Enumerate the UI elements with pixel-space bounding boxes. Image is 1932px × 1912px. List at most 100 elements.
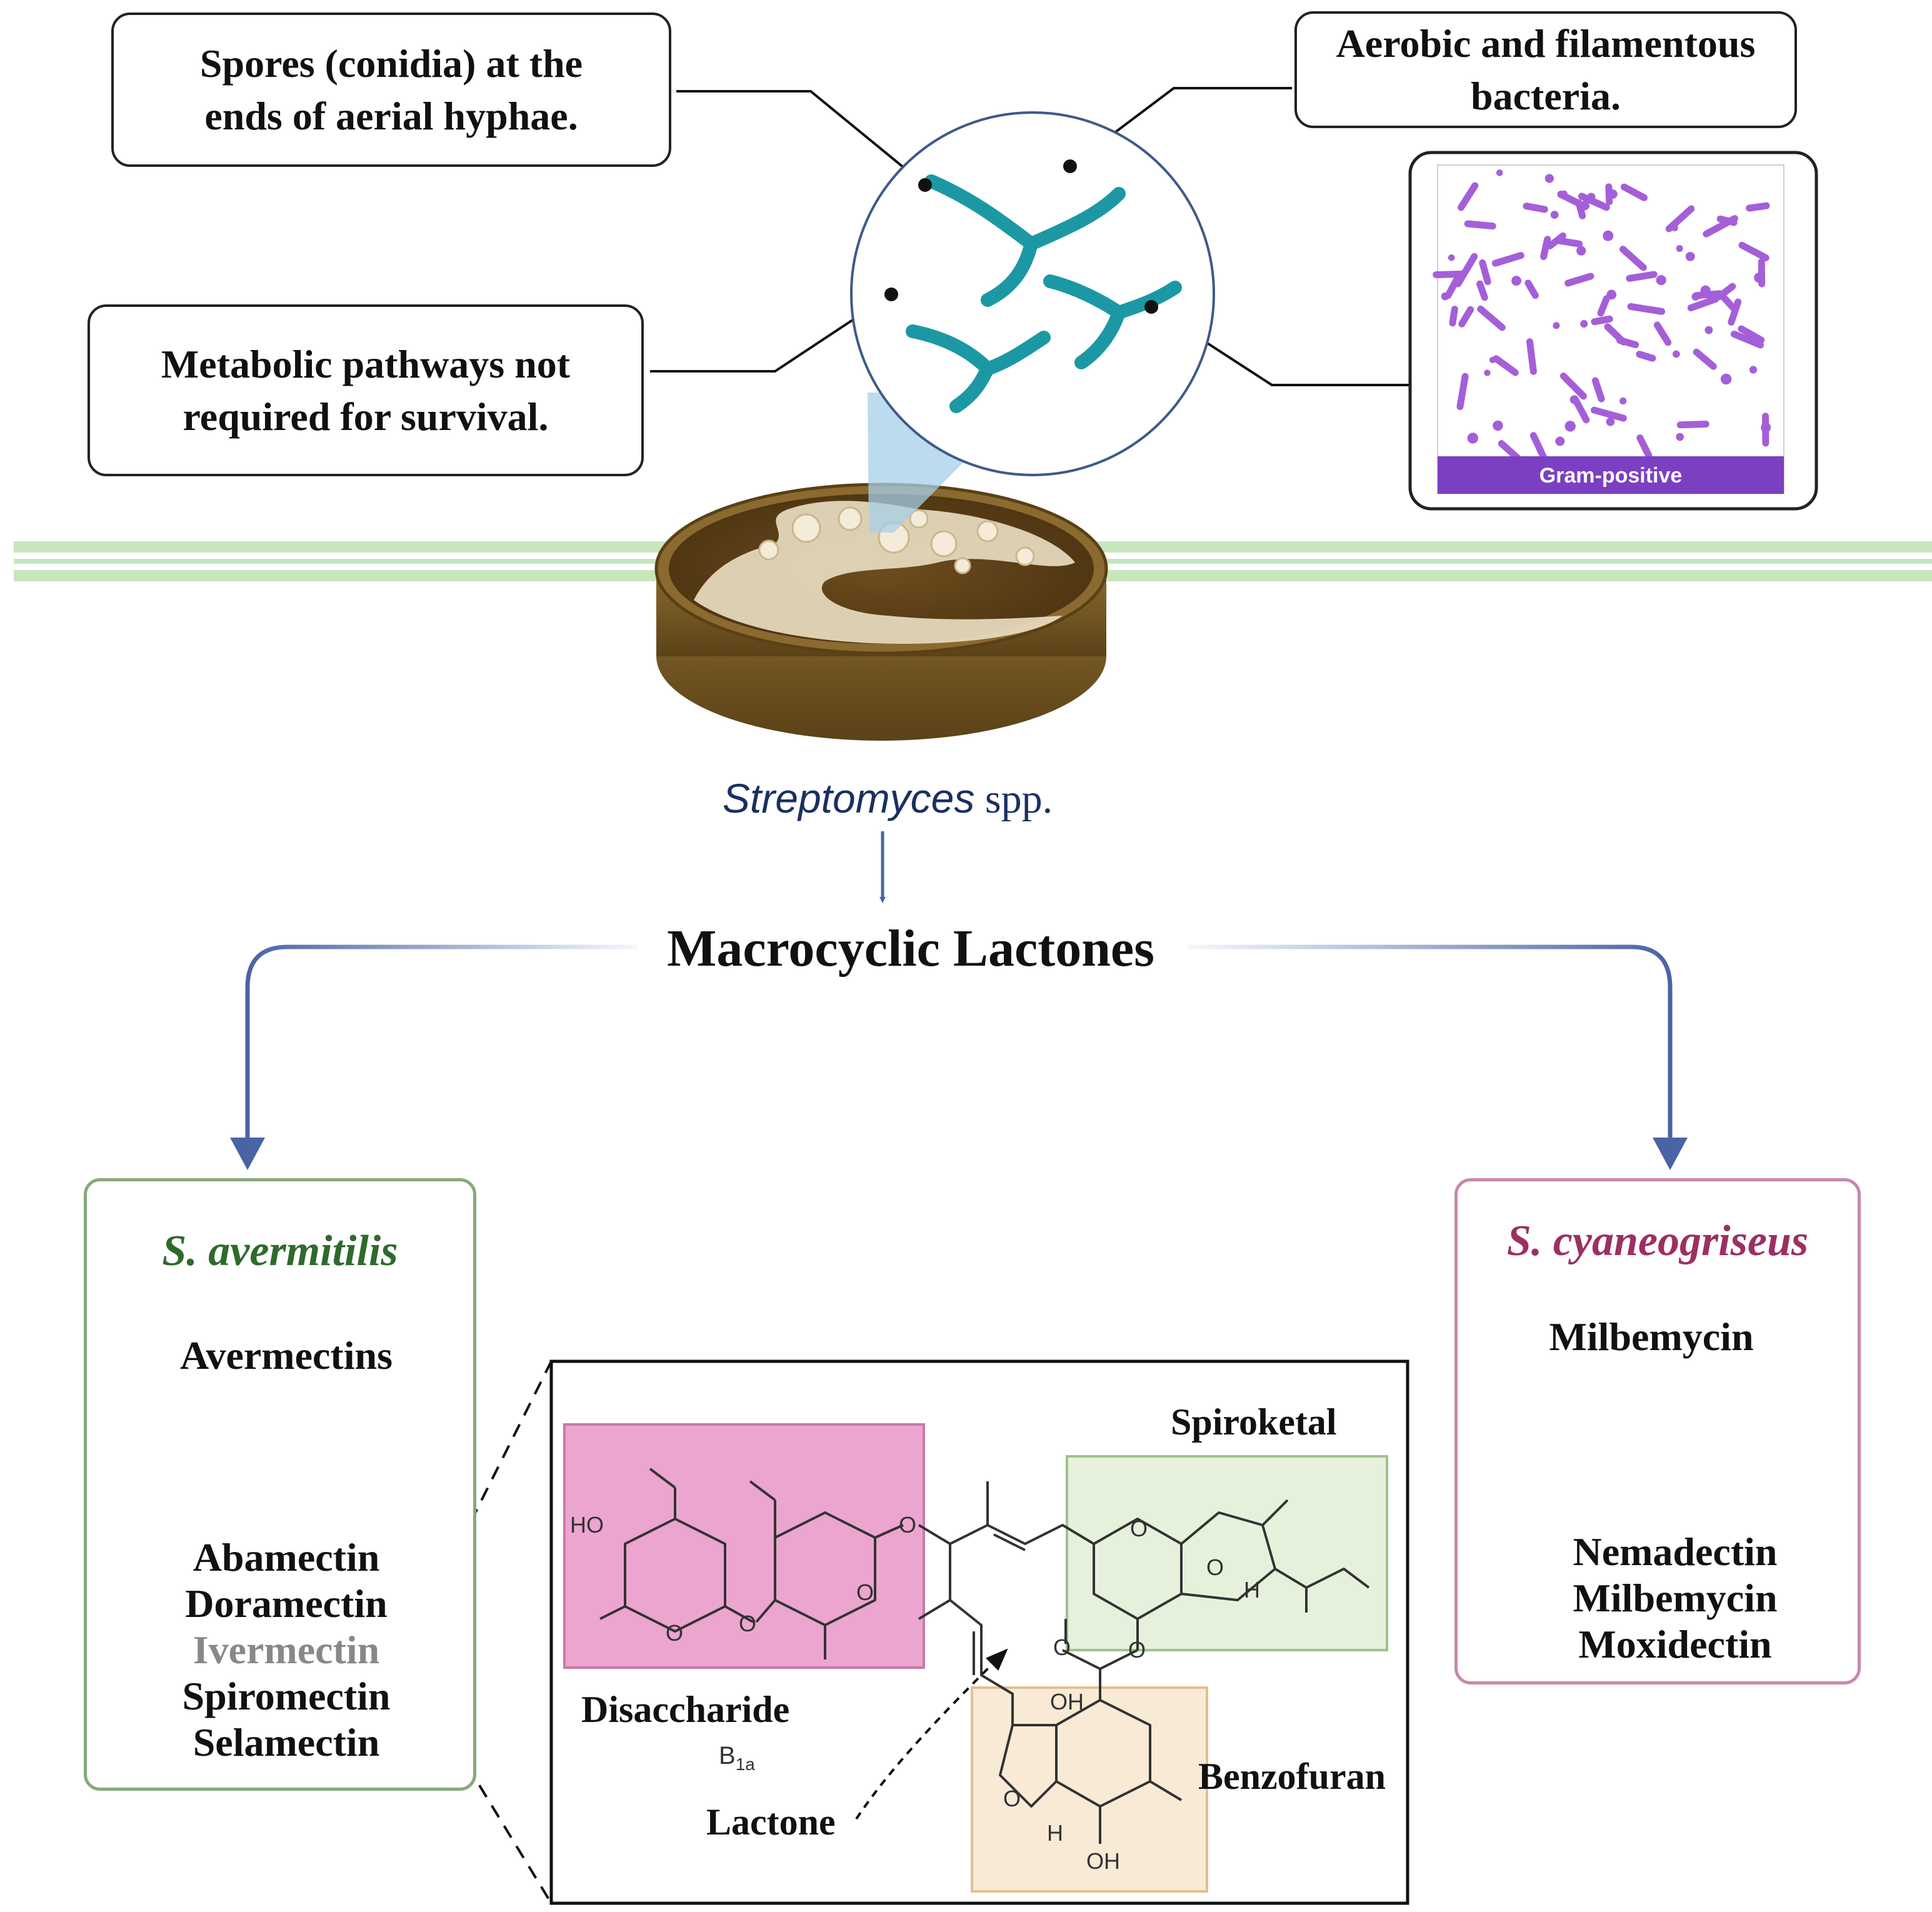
- label-disaccharide: Disaccharide: [581, 1689, 789, 1730]
- derivative-milbemycin: Milbemycin: [1573, 1576, 1778, 1620]
- bacterium-coccus: [1700, 285, 1711, 296]
- bacterium-rod: [1523, 203, 1548, 213]
- bacterium-coccus: [1511, 276, 1521, 286]
- derivative-moxidectin: Moxidectin: [1578, 1622, 1772, 1666]
- left-branch-arrow: [245, 944, 638, 1138]
- bacterium-coccus: [1749, 366, 1758, 374]
- atom-o: O: [1128, 1637, 1146, 1663]
- right-branch-panel: [1454, 1178, 1861, 1684]
- bacterium-rod: [1564, 273, 1594, 287]
- subscript-b1a: B1a: [719, 1742, 755, 1774]
- atom-oh: OH: [1086, 1848, 1120, 1874]
- bacterium-coccus: [1484, 369, 1491, 376]
- bacterium-rod: [1591, 377, 1605, 403]
- bacterium-rod: [1719, 293, 1739, 314]
- bacterium-coccus: [1467, 433, 1478, 444]
- bacterium-rod: [1687, 295, 1719, 312]
- derivative-ivermectin: Ivermectin: [193, 1628, 380, 1672]
- bacterium-rod: [1636, 434, 1653, 459]
- derivative-nemadectin: Nemadectin: [1573, 1529, 1778, 1574]
- bacterium-rod: [1597, 295, 1610, 317]
- bacterium-rod: [1556, 237, 1583, 248]
- bacterium-rod: [1458, 182, 1479, 211]
- gram-label: Gram-positive: [1539, 464, 1683, 488]
- main-title: Macrocyclic Lactones: [667, 919, 1154, 978]
- bacterium-coccus: [1555, 436, 1565, 446]
- bacterium-coccus: [1671, 224, 1678, 231]
- atom-o: O: [1130, 1516, 1148, 1541]
- atom-o: O: [666, 1620, 683, 1646]
- bacterium-rod: [1620, 183, 1648, 201]
- bacterium-rod: [1458, 306, 1474, 328]
- bacterium-rod: [1559, 373, 1587, 400]
- bacterium-rod: [1526, 338, 1537, 375]
- branch-arrows: [230, 944, 1688, 1170]
- label-benzofuran: Benzofuran: [1198, 1756, 1386, 1797]
- organism-caption: Streptomyces spp.: [723, 775, 1053, 822]
- lactone-arrow: [855, 1648, 1008, 1820]
- bacterium-rod: [1479, 259, 1491, 286]
- bacterium-rod: [1456, 373, 1469, 411]
- gram-label-bar: [1438, 456, 1784, 494]
- hyphae: [906, 174, 1182, 413]
- bacterium-coccus: [1754, 273, 1764, 283]
- bacterium-coccus: [1720, 373, 1732, 385]
- bacterium-coccus: [1656, 275, 1666, 286]
- bacterium-rod: [1715, 283, 1736, 301]
- bacterium-rod: [1746, 202, 1770, 212]
- bacterium-coccus: [1441, 292, 1449, 301]
- atom-o: O: [1053, 1634, 1071, 1660]
- bacterium-rod: [1619, 246, 1647, 271]
- molecule-skeleton: [599, 1468, 1370, 1844]
- bacterium-coccus: [1489, 356, 1496, 364]
- bacterium-rod: [1693, 348, 1717, 370]
- spiroketal-region: [1066, 1455, 1388, 1651]
- derivative-abamectin: Abamectin: [193, 1535, 380, 1579]
- derivative-spiromectin: Spiromectin: [182, 1674, 391, 1718]
- right-parent: Milbemycin: [1549, 1314, 1754, 1359]
- bacterium-rod: [1540, 236, 1551, 261]
- bacterium-coccus: [1496, 169, 1503, 176]
- atom-h: H: [1047, 1820, 1063, 1846]
- bacterium-coccus: [1493, 420, 1503, 431]
- atom-o: O: [739, 1611, 756, 1636]
- bacterium-rod: [1449, 306, 1458, 327]
- bacterium-rod: [1454, 253, 1478, 288]
- derivative-selamectin: Selamectin: [193, 1720, 380, 1764]
- bacterium-rod: [1636, 351, 1656, 362]
- bacterium-coccus: [1676, 245, 1683, 253]
- organism-suffix: spp.: [974, 776, 1053, 822]
- left-species: S. avermitilis: [162, 1227, 398, 1275]
- label-spiroketal: Spiroketal: [1171, 1401, 1337, 1443]
- atom-o: O: [1206, 1554, 1224, 1580]
- benzofuran-region: [971, 1686, 1208, 1893]
- bacterium-rod: [1676, 421, 1709, 429]
- bacterium-rod: [1573, 397, 1590, 424]
- magnified-view: [850, 111, 1215, 476]
- organism-genus: Streptomyces: [723, 775, 974, 821]
- atom-h: H: [1244, 1577, 1260, 1603]
- bacterium-coccus: [1676, 433, 1684, 441]
- gram-positive-panel: Gram-positive: [1408, 151, 1818, 511]
- petri-dish: [654, 483, 1108, 741]
- bacterium-rod: [1590, 406, 1627, 422]
- bacterium-rod: [1491, 252, 1524, 267]
- bacterium-rod: [1627, 303, 1666, 315]
- bacterium-coccus: [1448, 254, 1455, 261]
- bacterium-rod: [1529, 432, 1548, 462]
- bacterium-coccus: [1619, 397, 1627, 405]
- bacterium-rod: [1524, 279, 1539, 299]
- bacterium-rod: [1477, 305, 1506, 331]
- derivative-doramectin: Doramectin: [185, 1581, 388, 1626]
- bacterium-coccus: [1704, 326, 1713, 334]
- bacterium-rod: [1626, 271, 1658, 282]
- bacterium-coccus: [1606, 418, 1615, 426]
- left-branch-panel: [84, 1178, 476, 1791]
- bacterium-rod: [1653, 321, 1672, 346]
- right-derivatives: Nemadectin Milbemycin Moxidectin: [1500, 1529, 1850, 1668]
- bacterium-coccus: [1672, 350, 1680, 358]
- bacterium-rod: [1591, 315, 1613, 326]
